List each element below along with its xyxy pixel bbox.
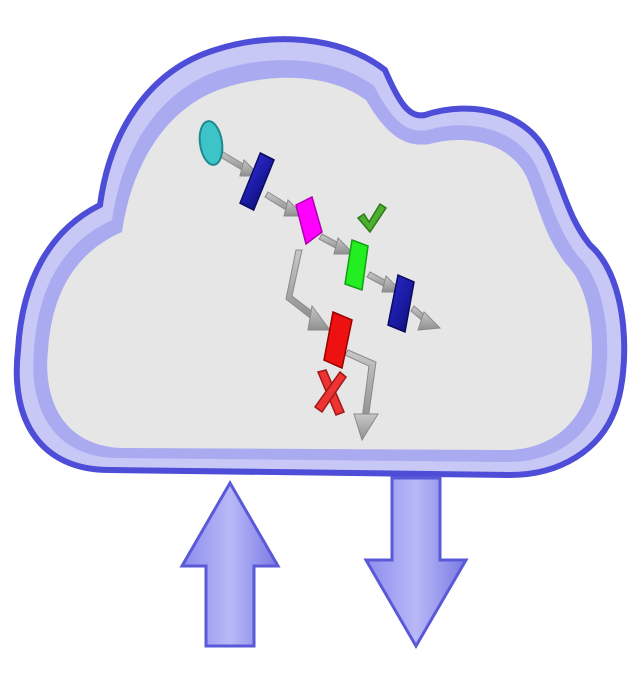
upload-arrow-icon — [179, 480, 281, 648]
rejected-step — [323, 310, 353, 370]
process-step-1 — [239, 151, 275, 212]
approved-step — [344, 238, 369, 292]
workflow-diagram — [198, 120, 415, 416]
start-node — [198, 120, 224, 166]
checkmark-icon — [356, 202, 388, 234]
download-arrow-icon — [363, 476, 469, 649]
decision-node — [295, 195, 323, 246]
cloud-shape — [13, 36, 628, 479]
cross-icon — [313, 369, 348, 416]
final-step — [387, 273, 415, 334]
